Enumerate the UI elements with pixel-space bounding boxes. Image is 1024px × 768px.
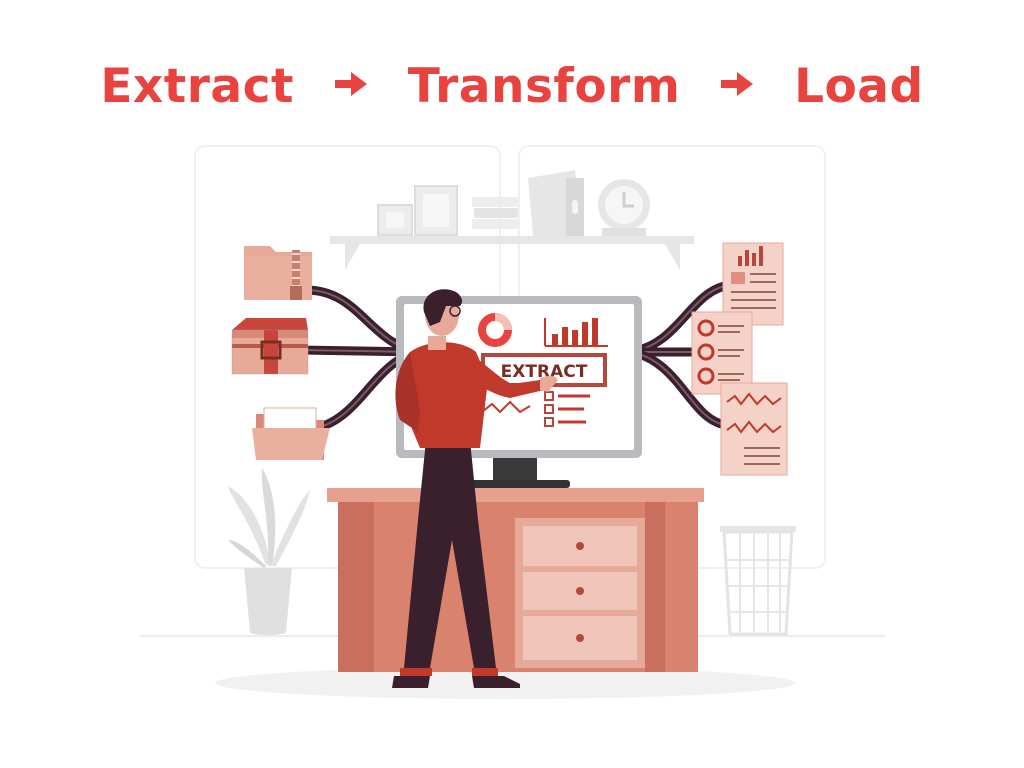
computer-monitor: EXTRACT xyxy=(396,296,642,488)
waste-basket-icon xyxy=(720,526,796,636)
line-chart-document-icon xyxy=(720,382,788,476)
report-document-icon xyxy=(722,242,784,326)
screen-line-chart-icon xyxy=(481,400,531,414)
page-title: Extract Transform Load xyxy=(0,56,1024,114)
arrow-right-icon xyxy=(334,72,367,96)
wall-shelf xyxy=(330,170,694,270)
title-step-extract: Extract xyxy=(100,59,294,114)
package-box-icon xyxy=(231,318,309,375)
zip-folder-icon xyxy=(244,246,312,300)
office-desk xyxy=(327,488,704,672)
arrow-right-icon xyxy=(721,72,754,96)
potted-plant-icon xyxy=(228,468,310,635)
person-figure xyxy=(392,289,558,688)
title-step-transform: Transform xyxy=(407,59,681,114)
books-icon xyxy=(472,197,518,207)
extract-button-label: EXTRACT xyxy=(501,362,588,382)
checklist-document-icon xyxy=(691,311,753,395)
title-step-load: Load xyxy=(794,59,924,114)
open-folder-icon xyxy=(252,407,330,460)
bar-chart-icon xyxy=(544,318,608,347)
checklist-icon xyxy=(544,391,590,427)
